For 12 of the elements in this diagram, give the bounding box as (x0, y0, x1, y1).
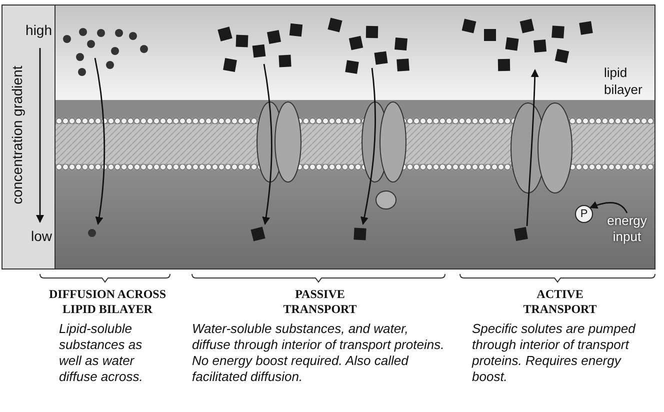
section-heading: DIFFUSION ACROSS LIPID BILAYER (48, 287, 168, 317)
section-heading: ACTIVE TRANSPORT (522, 287, 598, 317)
description: Water-soluble substances, and water, diffuse through interior of transport proteins. No energy boost required. Also called facilitated diffusion. (192, 321, 446, 385)
axis-label: low (30, 228, 52, 244)
energy-label: energy input (602, 213, 652, 247)
section-heading: PASSIVE TRANSPORT (282, 287, 358, 317)
axis-title: concentration gradient (9, 64, 25, 206)
axis-label: high (24, 22, 52, 38)
membrane-label: lipid bilayer (604, 64, 644, 98)
description: Lipid-soluble substances as well as water diffuse across. (59, 321, 144, 385)
arrow (589, 201, 628, 214)
description: Specific solutes are pumped through interior of transport proteins. Requires energy boost. (472, 321, 637, 385)
